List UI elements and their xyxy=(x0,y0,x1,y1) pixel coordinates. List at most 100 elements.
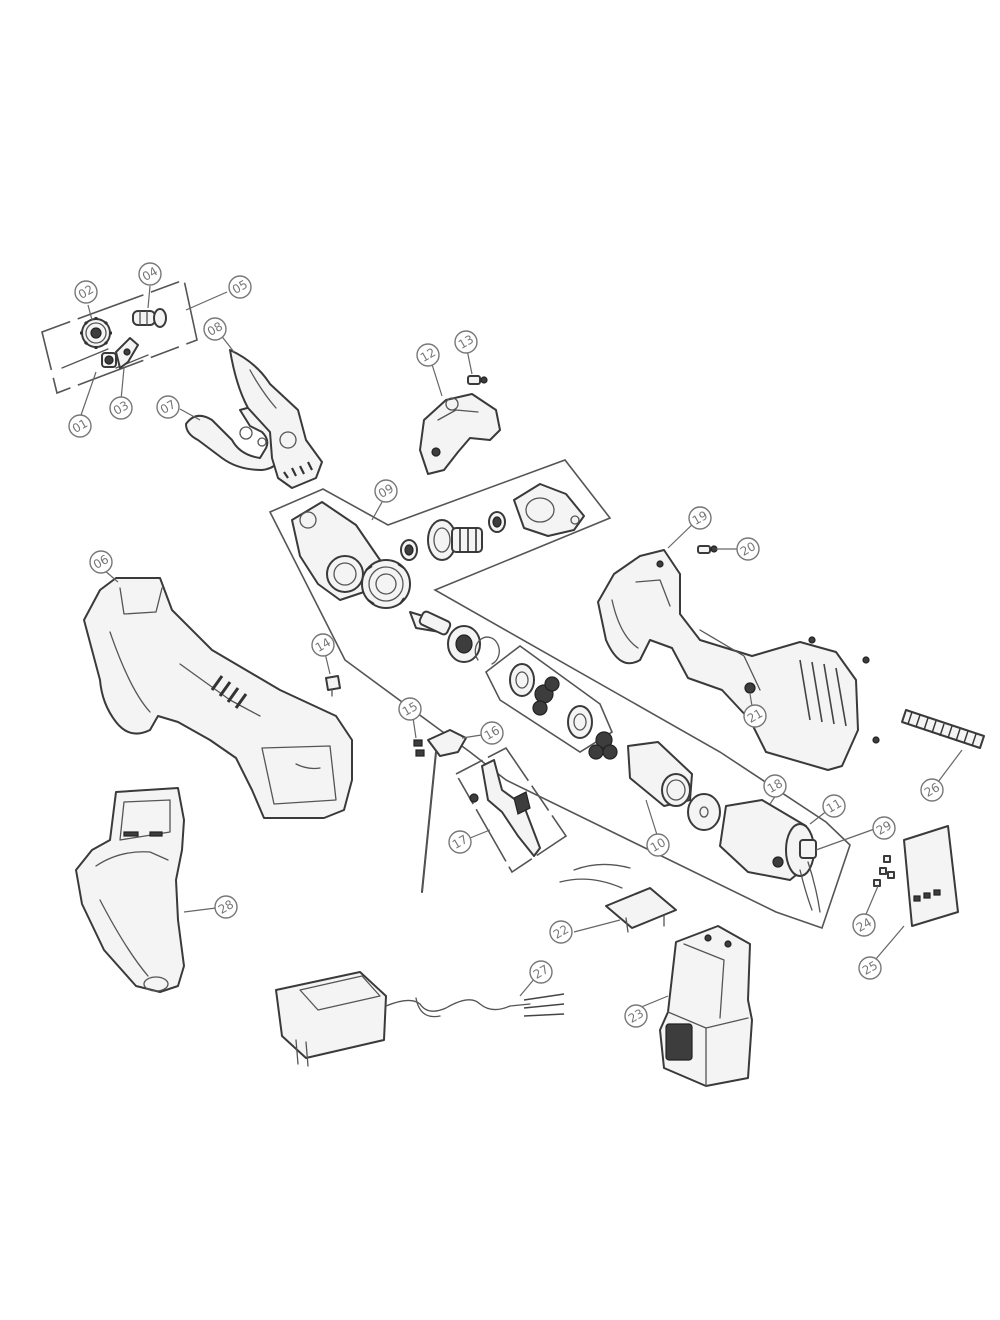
callout-label: 16 xyxy=(482,723,502,743)
terminal-part xyxy=(559,863,677,933)
callout-label: 29 xyxy=(874,818,894,838)
upper-blade-part xyxy=(229,349,323,489)
callout-label: 01 xyxy=(70,416,90,436)
washer-part xyxy=(687,793,721,831)
planetary-gear-part xyxy=(427,519,483,561)
trigger-part xyxy=(454,746,568,874)
callout-02: 02 xyxy=(74,280,98,304)
callout-circle xyxy=(920,778,944,802)
gear-part xyxy=(80,317,112,349)
bracket-part xyxy=(115,337,139,369)
callout-13: 13 xyxy=(454,330,478,354)
spring-part xyxy=(901,709,985,749)
callout-03: 03 xyxy=(109,396,133,420)
retaining-ring-part xyxy=(474,636,500,665)
callout-label: 05 xyxy=(230,277,250,297)
callout-label: 21 xyxy=(745,706,765,726)
callout-circle xyxy=(138,262,162,286)
callout-circle xyxy=(646,833,670,857)
callout-label: 26 xyxy=(922,780,942,800)
callout-circle xyxy=(529,960,553,984)
left-housing-part xyxy=(83,577,353,819)
callout-label: 17 xyxy=(450,832,470,852)
callout-label: 20 xyxy=(738,539,758,559)
callout-label: 07 xyxy=(158,397,178,417)
callout-circle xyxy=(624,1004,648,1028)
callout-17: 17 xyxy=(448,830,472,854)
callout-label: 24 xyxy=(854,915,874,935)
callout-circle xyxy=(398,697,422,721)
drive-shaft-part xyxy=(409,610,452,636)
callout-12: 12 xyxy=(416,343,440,367)
callout-15: 15 xyxy=(398,697,422,721)
callout-18: 18 xyxy=(763,774,787,798)
housing-cap-part xyxy=(513,483,585,537)
callout-26: 26 xyxy=(920,778,944,802)
callout-circle xyxy=(688,506,712,530)
callout-circle xyxy=(743,704,767,728)
callout-circle xyxy=(454,330,478,354)
gear-housing-part xyxy=(291,501,411,609)
callout-circle xyxy=(89,550,113,574)
callout-circle xyxy=(480,721,504,745)
callout-circle xyxy=(852,913,876,937)
battery-part xyxy=(659,925,753,1087)
cover-plate-part xyxy=(903,825,959,927)
callout-label: 27 xyxy=(531,962,551,982)
nut-part xyxy=(101,352,117,368)
callout-circle xyxy=(822,794,846,818)
switch-part xyxy=(421,729,467,893)
callout-05: 05 xyxy=(228,275,252,299)
screw-14 xyxy=(325,675,341,697)
callout-label: 11 xyxy=(824,796,844,816)
callout-16: 16 xyxy=(480,721,504,745)
callout-01: 01 xyxy=(68,414,92,438)
gear-cover-part xyxy=(419,393,501,475)
lower-blade-part xyxy=(185,404,282,471)
charger-part xyxy=(275,971,565,1067)
callout-label: 19 xyxy=(690,508,710,528)
leader-lines xyxy=(79,285,963,1011)
callout-11: 11 xyxy=(822,794,846,818)
callout-label: 23 xyxy=(626,1006,646,1026)
callout-06: 06 xyxy=(89,550,113,574)
callout-circle xyxy=(156,395,180,419)
callout-24: 24 xyxy=(852,913,876,937)
callout-07: 07 xyxy=(156,395,180,419)
motor-part xyxy=(719,799,821,913)
holster-part xyxy=(75,787,185,993)
callout-circle xyxy=(228,275,252,299)
right-housing-part xyxy=(597,549,880,771)
callout-circle xyxy=(74,280,98,304)
callout-circle xyxy=(109,396,133,420)
callout-label: 08 xyxy=(205,319,225,339)
callout-label: 13 xyxy=(456,332,476,352)
callout-label: 25 xyxy=(860,958,880,978)
motor-ring-part xyxy=(627,741,693,807)
callout-circle xyxy=(736,537,760,561)
callout-10: 10 xyxy=(646,833,670,857)
callout-label: 28 xyxy=(216,897,236,917)
callout-label: 15 xyxy=(400,699,420,719)
callout-19: 19 xyxy=(688,506,712,530)
callout-circle xyxy=(214,895,238,919)
callout-label: 14 xyxy=(313,635,333,655)
callout-label: 12 xyxy=(418,345,438,365)
callout-14: 14 xyxy=(311,633,335,657)
screw-24 xyxy=(873,855,895,887)
bearing-part xyxy=(488,511,506,533)
callout-label: 10 xyxy=(648,835,668,855)
bearing-part xyxy=(400,539,418,561)
stud-21 xyxy=(744,682,756,694)
callout-08: 08 xyxy=(203,317,227,341)
callout-25: 25 xyxy=(858,956,882,980)
callout-layer: 0102030405060708091011121314151617181920… xyxy=(68,262,944,1028)
callout-04: 04 xyxy=(138,262,162,286)
callout-23: 23 xyxy=(624,1004,648,1028)
callout-21: 21 xyxy=(743,704,767,728)
pinion-part xyxy=(799,839,817,859)
callout-label: 03 xyxy=(111,398,131,418)
screw-20 xyxy=(697,545,718,554)
callout-label: 22 xyxy=(551,922,571,942)
